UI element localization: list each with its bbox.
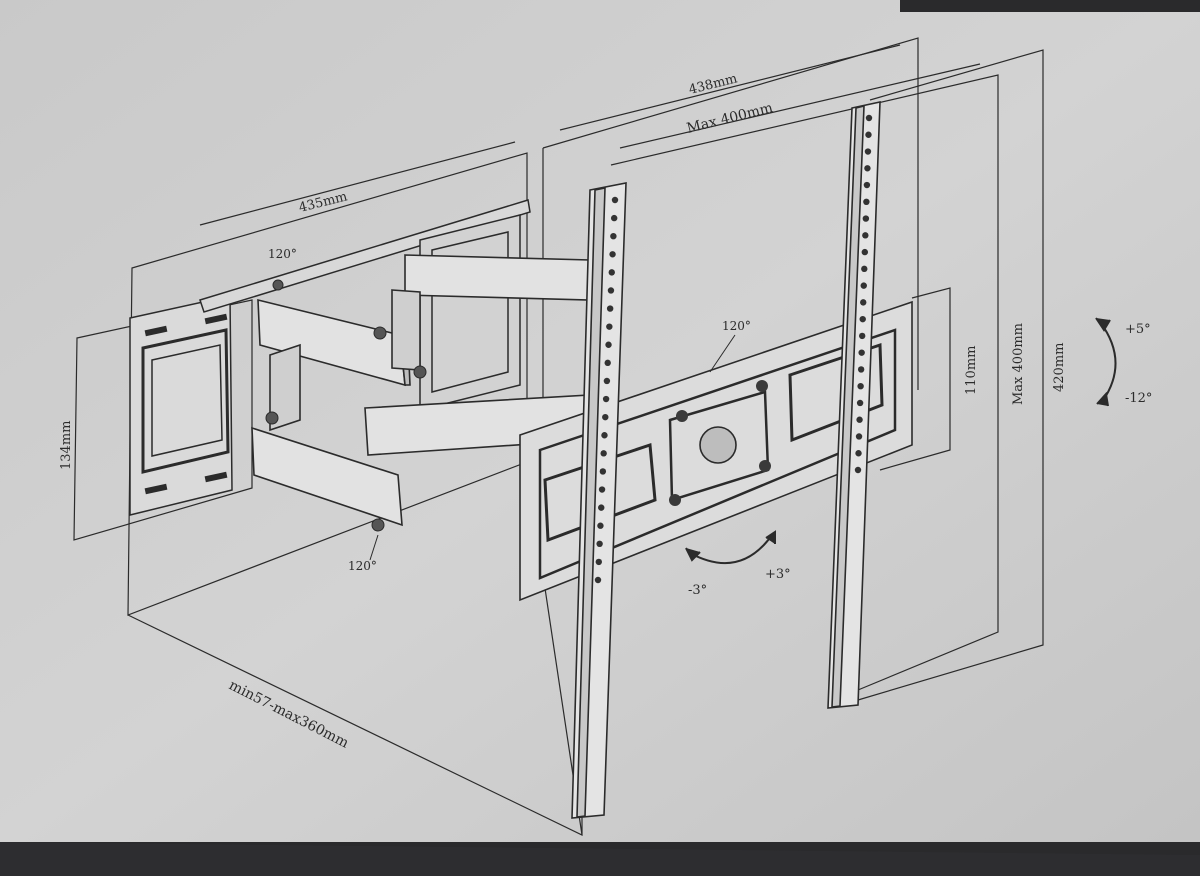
- tilt-up-label: +5°: [1125, 322, 1151, 337]
- bracket-hole: [604, 359, 611, 367]
- arm-width-line: [199, 141, 516, 226]
- swivel-tv-label: 120°: [722, 319, 751, 333]
- left-vertical-bracket: [571, 182, 627, 819]
- bracket-hole: [608, 269, 615, 276]
- bracket-hole: [603, 377, 611, 385]
- bracket-hole: [856, 399, 864, 407]
- bracket-hole: [857, 382, 864, 390]
- bracket-hole: [861, 265, 868, 273]
- top-dark-edge: [900, 0, 1200, 12]
- bracket-hole: [860, 299, 867, 306]
- bracket-hole: [860, 282, 867, 289]
- bracket-hole: [863, 198, 870, 206]
- bracket-hole: [594, 576, 602, 584]
- bracket-hole: [602, 413, 609, 421]
- bracket-hole: [856, 416, 863, 423]
- bracket-hole: [861, 248, 869, 256]
- bracket-hole: [862, 232, 869, 239]
- bracket-hole: [596, 540, 603, 548]
- tv-plate-height-box: [879, 287, 951, 471]
- bracket-hole: [606, 305, 614, 312]
- bracket-hole: [598, 486, 606, 493]
- bracket-hole: [610, 214, 618, 222]
- bracket-hole: [855, 450, 862, 457]
- overall-height-plane: [857, 49, 1044, 701]
- max-vesa-plane: [610, 74, 999, 691]
- tilt-down-label: -12°: [1125, 391, 1152, 406]
- bracket-holes-right: [854, 114, 873, 474]
- bottom-dark-edge: [0, 842, 1200, 876]
- bracket-hole: [865, 131, 872, 138]
- max-height-label: Max 400mm: [1011, 323, 1026, 405]
- bracket-hole: [609, 251, 616, 258]
- bracket-hole: [865, 114, 873, 122]
- tilt-arrow: [1095, 317, 1117, 407]
- bracket-hole: [863, 181, 871, 189]
- bracket-hole: [857, 366, 865, 373]
- bracket-hole: [601, 432, 608, 439]
- bracket-hole: [864, 148, 872, 155]
- pivot-bolts: [265, 279, 427, 532]
- rotate-plus-label: +3°: [765, 567, 791, 582]
- overall-width-line: [559, 44, 901, 131]
- swivel-bottom-label: 120°: [348, 559, 377, 573]
- bracket-hole: [600, 450, 607, 457]
- wall-plate: [129, 295, 233, 516]
- bracket-hole: [859, 315, 866, 323]
- tv-plate: [519, 300, 913, 602]
- bracket-hole: [610, 232, 617, 240]
- bottom-swivel-leader: [369, 534, 379, 561]
- tv-swivel-leader: [709, 334, 736, 373]
- bracket-hole: [858, 349, 865, 356]
- rotate-minus-label: -3°: [688, 583, 707, 598]
- overall-tv-plane: [542, 37, 919, 390]
- bracket-hole: [864, 165, 871, 172]
- bracket-holes-left: [594, 196, 619, 584]
- tv-plate-bolts: [669, 380, 771, 506]
- max-width-line: [619, 63, 981, 149]
- bracket-hole: [602, 395, 610, 403]
- bracket-hole: [854, 466, 862, 474]
- bracket-hole: [599, 468, 607, 475]
- swivel-top-label: 120°: [268, 247, 297, 261]
- bracket-hole: [597, 522, 604, 529]
- wall-plate-slots: [144, 313, 228, 495]
- bracket-hole: [611, 196, 619, 204]
- bracket-hole: [855, 433, 863, 440]
- wall-plate-height-label: 134mm: [59, 421, 74, 470]
- bracket-hole: [858, 332, 866, 340]
- overall-height-label: 420mm: [1052, 343, 1067, 392]
- bracket-hole: [606, 323, 613, 330]
- bracket-hole: [862, 215, 870, 222]
- bracket-hole: [598, 504, 605, 511]
- bracket-hole: [595, 558, 603, 566]
- rotate-arrow: [685, 530, 776, 565]
- tv-plate-height-label: 110mm: [964, 346, 979, 395]
- bracket-hole: [607, 287, 615, 294]
- bracket-hole: [605, 341, 612, 348]
